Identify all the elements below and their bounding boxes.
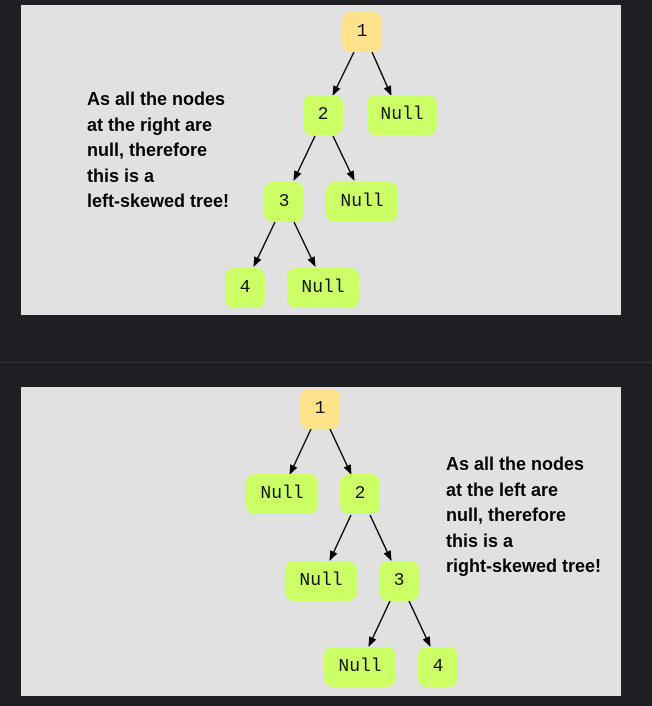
tree-node: 4 xyxy=(418,647,458,687)
edges-right-skewed xyxy=(289,428,431,647)
explanation-line: this is a xyxy=(87,165,155,186)
edges-left-skewed xyxy=(253,51,392,267)
edge-1-to-null xyxy=(289,428,312,475)
explanation-line: left-skewed tree! xyxy=(87,191,230,211)
explanation-line: at the right are xyxy=(87,114,213,135)
edge-3-to-4 xyxy=(408,600,431,647)
explanation-line: right-skewed tree! xyxy=(446,556,602,576)
left-skewed-tree-diagram: 1 2 Null 3 Null 4 Null As all the nodes … xyxy=(21,5,621,315)
tree-node-null: Null xyxy=(246,474,318,514)
explanation-line: As all the nodes xyxy=(87,89,226,109)
explanation-line: this is a xyxy=(446,530,514,551)
explanation-line: null, therefore xyxy=(446,505,567,525)
edge-1-to-null xyxy=(371,51,392,96)
explanation-line: null, therefore xyxy=(87,140,208,160)
tree-node-null: Null xyxy=(367,95,437,135)
tree-node: 4 xyxy=(225,268,265,308)
tree-node-null: Null xyxy=(285,561,357,601)
explanation-text: As all the nodes at the right are null, … xyxy=(87,87,229,215)
tree-node-root: 1 xyxy=(342,12,382,52)
explanation-line: As all the nodes xyxy=(446,454,585,474)
tree-node-null: Null xyxy=(287,268,359,308)
tree-node: 2 xyxy=(303,95,343,135)
tree-node: 2 xyxy=(340,474,380,514)
edge-2-to-3 xyxy=(369,514,392,561)
edge-2-to-null xyxy=(329,514,352,561)
tree-node: 3 xyxy=(264,182,304,222)
tree-node-null: Null xyxy=(324,647,396,687)
edge-1-to-2 xyxy=(332,51,355,96)
tree-node: 3 xyxy=(379,561,419,601)
edge-2-to-null xyxy=(332,135,355,181)
edge-3-to-null xyxy=(293,221,316,267)
edge-2-to-3 xyxy=(293,135,316,181)
edge-3-to-null xyxy=(368,600,391,647)
tree-node-root: 1 xyxy=(300,389,340,429)
section-divider xyxy=(0,362,652,363)
edge-1-to-2 xyxy=(329,428,352,475)
tree-node-null: Null xyxy=(326,182,398,222)
explanation-text: As all the nodes at the left are null, t… xyxy=(446,452,601,580)
explanation-line: at the left are xyxy=(446,479,559,500)
right-skewed-tree-diagram: 1 Null 2 Null 3 Null 4 As all the nodes … xyxy=(21,387,621,696)
edge-3-to-4 xyxy=(253,221,276,267)
